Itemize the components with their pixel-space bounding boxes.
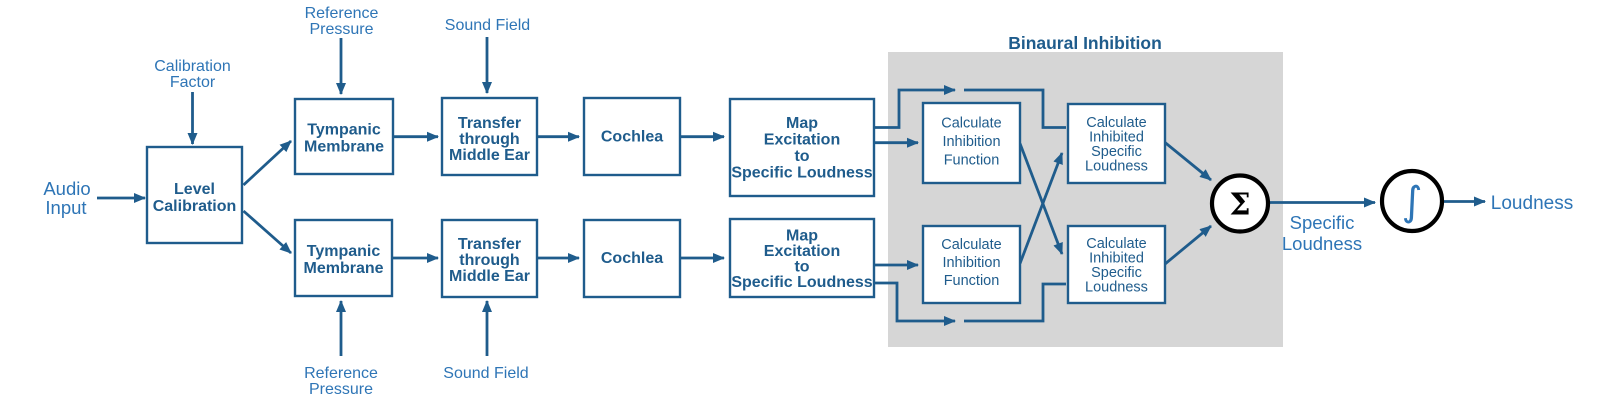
tympanic-bottom-line1: Tympanic [307,243,381,260]
specific-loudness-label: Specific Loudness [1282,212,1362,254]
cochlea-bottom-box [582,218,682,299]
node-map-excitation-top: Map Excitation to Specific Loudness [728,97,876,198]
cochlea-top-box [582,96,682,177]
transfer-bottom-line3: Middle Ear [449,268,530,285]
reference-pressure-bottom-label: Reference Pressure [304,365,378,398]
level-calibration-line1: Level [174,181,215,198]
sound-field-top-label: Sound Field [445,17,530,34]
calc-inhibited-top-line3: Specific [1091,144,1142,160]
tympanic-top-line2: Membrane [304,139,384,156]
tympanic-top-line1: Tympanic [307,122,381,139]
calc-inhibited-bottom-line3: Specific [1091,265,1142,281]
reference-pressure-top-line1: Reference [305,5,379,22]
calc-inhibition-function-top-box [921,101,1022,185]
node-tympanic-membrane-top: Tympanic Membrane [293,97,395,176]
calc-inhibited-bottom-line2: Inhibited [1089,251,1144,267]
node-calculate-inhibition-function-bottom: Calculate Inhibition Function [921,224,1022,305]
calibration-factor-line2: Factor [170,74,216,91]
map-top-line2: Excitation [764,132,840,149]
binaural-inhibition-title: Binaural Inhibition [1008,33,1162,53]
audio-input-label: Audio Input [43,178,90,218]
route-map-bottom-bypass-right [964,282,1066,323]
calibration-factor-label: Calibration Factor [154,58,230,91]
reference-pressure-bottom-line1: Reference [304,365,378,382]
calc-inhib-func-top-line1: Calculate [941,116,1001,132]
transfer-top-line2: through [459,131,519,148]
arrow-inhibited-top-to-sum [1164,141,1212,182]
calc-inhibited-top-line2: Inhibited [1089,130,1144,146]
route-map-bottom-bypass-left [874,281,956,326]
transfer-bottom-line2: through [459,252,519,269]
arrow-level-to-tympanic-bottom [242,209,292,255]
tympanic-membrane-top-box [293,97,395,176]
audio-input-line2: Input [45,197,86,218]
map-top-line3: to [794,148,809,165]
map-bottom-line4: Specific Loudness [731,274,872,291]
node-calculate-inhibition-function-top: Calculate Inhibition Function [921,101,1022,185]
sum-operator: Σ [1209,173,1271,234]
specific-loudness-line2: Loudness [1282,233,1362,254]
reference-pressure-top-label: Reference Pressure [305,5,379,38]
sound-field-bottom-label: Sound Field [443,365,528,382]
arrow-cross-bottom-function-to-top-inhibited [1018,152,1064,264]
transfer-middle-ear-top-box [440,96,539,177]
transfer-top-line3: Middle Ear [449,147,530,164]
calc-inhibition-function-bottom-box [921,224,1022,305]
transfer-top-line1: Transfer [458,115,521,132]
map-excitation-top-box [728,97,876,198]
calc-inhib-func-top-line2: Inhibition [942,134,1000,150]
node-tympanic-membrane-bottom: Tympanic Membrane [293,218,394,298]
reference-pressure-bottom-line2: Pressure [309,381,373,398]
calc-inhibited-bottom-line4: Loudness [1085,280,1148,296]
tympanic-membrane-bottom-box [293,218,394,298]
sigma-icon: Σ [1229,188,1250,223]
route-map-top-bypass-left [874,85,956,129]
map-top-line4: Specific Loudness [731,165,872,182]
calc-inhibited-top-line1: Calculate [1086,115,1146,131]
sum-circle [1209,173,1271,234]
calc-inhibited-top-line4: Loudness [1085,159,1148,175]
transfer-bottom-line1: Transfer [458,236,521,253]
route-map-top-bypass-right [964,88,1066,129]
map-bottom-line3: to [794,259,809,276]
node-calculate-inhibited-specific-loudness-top: Calculate Inhibited Specific Loudness [1066,102,1167,185]
node-map-excitation-bottom: Map Excitation to Specific Loudness [728,217,876,299]
arrow-level-to-tympanic-top [242,139,292,187]
specific-loudness-line1: Specific [1290,212,1355,233]
node-transfer-middle-ear-top: Transfer through Middle Ear [440,96,539,177]
calibration-factor-line1: Calibration [154,58,230,75]
node-calculate-inhibited-specific-loudness-bottom: Calculate Inhibited Specific Loudness [1066,224,1167,305]
level-calibration-line2: Calibration [153,198,237,215]
tympanic-bottom-line2: Membrane [303,260,383,277]
calc-inhib-func-top-line3: Function [944,153,1000,169]
cochlea-top-text: Cochlea [601,129,663,146]
node-level-calibration: Level Calibration [145,145,244,245]
calc-inhibited-top-box [1066,102,1167,185]
arrow-cross-top-function-to-bottom-inhibited [1018,143,1064,255]
transfer-middle-ear-bottom-box [440,218,539,299]
node-cochlea-top: Cochlea [582,96,682,177]
audio-input-line1: Audio [43,178,90,199]
map-excitation-bottom-box [728,217,876,299]
calc-inhib-func-bottom-line2: Inhibition [942,255,1000,271]
node-cochlea-bottom: Cochlea [582,218,682,299]
map-bottom-line1: Map [786,228,818,245]
map-bottom-line2: Excitation [764,243,840,260]
reference-pressure-top-line2: Pressure [309,21,373,38]
calc-inhibited-bottom-box [1066,224,1167,305]
arrow-inhibited-bottom-to-sum [1164,224,1212,266]
cochlea-bottom-text: Cochlea [601,250,663,267]
level-calibration-box [145,145,244,245]
calc-inhibited-bottom-line1: Calculate [1086,236,1146,252]
calc-inhib-func-bottom-line3: Function [944,273,1000,289]
node-transfer-middle-ear-bottom: Transfer through Middle Ear [440,218,539,299]
map-top-line1: Map [786,115,818,132]
loudness-output-label: Loudness [1491,193,1573,214]
integral-operator: ∫ [1379,168,1445,234]
integral-icon: ∫ [1402,179,1423,225]
calc-inhib-func-bottom-line1: Calculate [941,237,1001,253]
integral-circle [1379,168,1445,234]
